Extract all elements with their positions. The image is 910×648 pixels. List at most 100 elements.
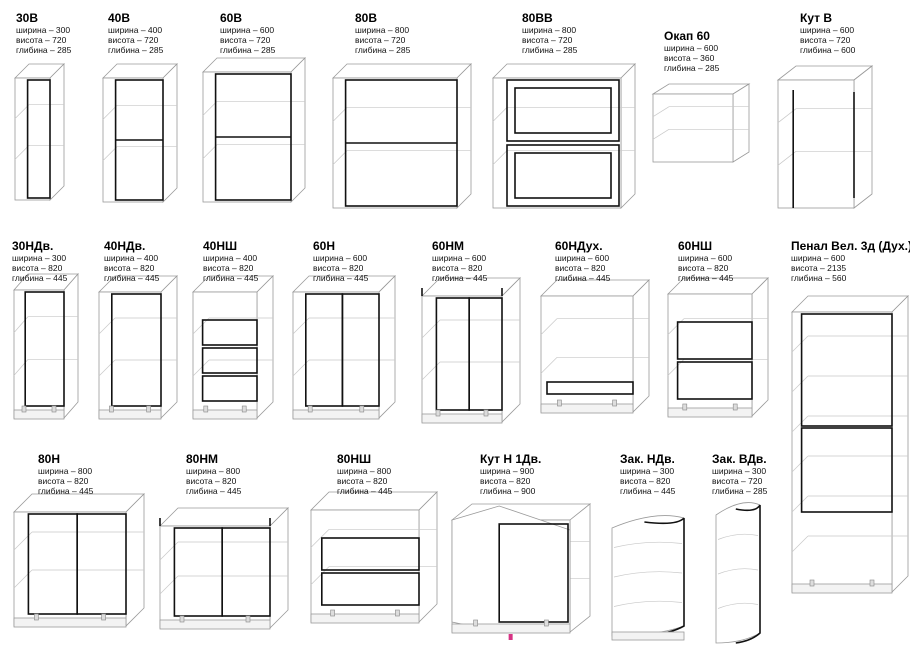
dash-separator: – — [246, 34, 257, 45]
foot — [34, 613, 39, 621]
cabinet-depth: глибина – 445 — [337, 486, 392, 497]
width-label: ширина — [791, 253, 822, 263]
height-label: висота — [108, 34, 135, 45]
depth-value: 285 — [261, 44, 276, 55]
width-value: 600 — [471, 253, 487, 263]
depth-value: 900 — [521, 485, 536, 496]
cabinet-name: 60Н — [313, 239, 336, 253]
height-value: 720 — [836, 34, 851, 45]
cabinet-depth: глибина – 445 — [555, 272, 610, 284]
foot — [395, 609, 400, 617]
side-face — [162, 63, 178, 203]
depth-label: глибина — [664, 62, 696, 73]
cabinet-height: висота – 820 — [480, 475, 541, 487]
cabinet-width: ширина – 800 — [337, 466, 392, 477]
cabinet-depth: глибина – 445 — [203, 273, 258, 284]
dash-separator: – — [212, 475, 223, 486]
shelf-line — [102, 105, 118, 120]
width-value: 600 — [352, 253, 368, 263]
cabinet-height: висота – 820 — [313, 263, 368, 274]
cabinet-name: Кут В — [800, 11, 833, 25]
cabinet-body — [611, 515, 685, 637]
dash-separator: – — [139, 44, 150, 55]
dash-separator: – — [694, 43, 704, 53]
height-label: висота — [555, 262, 582, 273]
cabinet-17 — [159, 507, 289, 630]
front-face — [13, 289, 65, 419]
cabinet-6 — [651, 83, 751, 163]
width-label: ширина — [522, 25, 553, 35]
dash-separator: – — [462, 253, 472, 263]
foot — [483, 409, 489, 417]
dash-separator: – — [134, 253, 144, 263]
dash-separator: – — [344, 272, 355, 283]
cabinet-width: ширина – 600 — [313, 253, 368, 264]
width-label: ширина — [186, 466, 217, 476]
cabinet-width: ширина – 300 — [12, 253, 67, 264]
cabinet-name: Зак. НДв. — [620, 452, 675, 466]
height-label: висота — [38, 475, 65, 486]
top-face — [332, 63, 472, 79]
cabinet-height: висота – 360 — [664, 53, 719, 64]
depth-value: 560 — [832, 272, 847, 283]
cabinet-name: 80Н — [38, 452, 61, 466]
depth-label: глибина — [12, 272, 44, 283]
shelf-line — [540, 357, 558, 374]
foot — [203, 405, 209, 413]
width-label: ширина — [620, 466, 651, 476]
cabinet-width: ширина – 800 — [355, 25, 410, 36]
depth-label: глибина — [16, 44, 48, 55]
dash-separator: – — [651, 485, 662, 496]
dash-separator: – — [695, 62, 706, 73]
dash-separator: – — [708, 253, 718, 263]
dash-separator: – — [43, 272, 54, 283]
cabinet-name: 40В — [108, 11, 131, 25]
shelf-line — [540, 318, 558, 335]
front-face — [14, 77, 51, 201]
top-face — [202, 57, 306, 73]
cabinet-depth: глибина – 285 — [355, 45, 410, 56]
side-face — [891, 295, 909, 593]
side-face — [49, 63, 65, 201]
drawer-front — [201, 319, 258, 346]
dash-separator: – — [363, 475, 374, 486]
shelf-line — [202, 144, 218, 159]
handle-marker — [508, 634, 513, 640]
width-label: ширина — [38, 466, 69, 476]
cabinet-height: висота – 720 — [522, 35, 577, 46]
width-value: 300 — [51, 253, 67, 263]
width-value: 900 — [519, 466, 535, 476]
plinth — [611, 631, 685, 641]
width-value: 600 — [259, 25, 275, 35]
cabinet-name: 60В — [220, 11, 243, 25]
front-face — [421, 295, 503, 423]
height-value: 820 — [516, 475, 531, 486]
width-label: ширина — [678, 253, 709, 263]
height-value: 720 — [144, 34, 159, 45]
shelf-line — [791, 495, 809, 513]
cabinet-depth: глибина – 600 — [800, 45, 855, 56]
depth-label: глибина — [186, 485, 218, 496]
depth-label: глибина — [555, 272, 587, 283]
plinth — [192, 409, 258, 420]
cabinet-name: Пенал Вел. 3д (Дух.) — [791, 239, 910, 253]
dash-separator: – — [738, 475, 749, 486]
dash-separator: – — [367, 466, 377, 476]
height-label: висота — [16, 34, 43, 45]
dash-separator: – — [46, 25, 56, 35]
front-face — [98, 291, 162, 419]
cabinet-19 — [450, 503, 592, 640]
cabinet-width: ширина – 600 — [555, 253, 610, 264]
shelf-line — [102, 146, 118, 161]
cabinet-height: висота – 820 — [432, 263, 487, 274]
height-value: 720 — [52, 34, 67, 45]
width-value: 600 — [703, 43, 719, 53]
cabinet-name: 60НШ — [678, 239, 713, 253]
depth-value: 445 — [719, 272, 734, 283]
front-face — [292, 291, 380, 419]
door-front — [111, 293, 162, 407]
